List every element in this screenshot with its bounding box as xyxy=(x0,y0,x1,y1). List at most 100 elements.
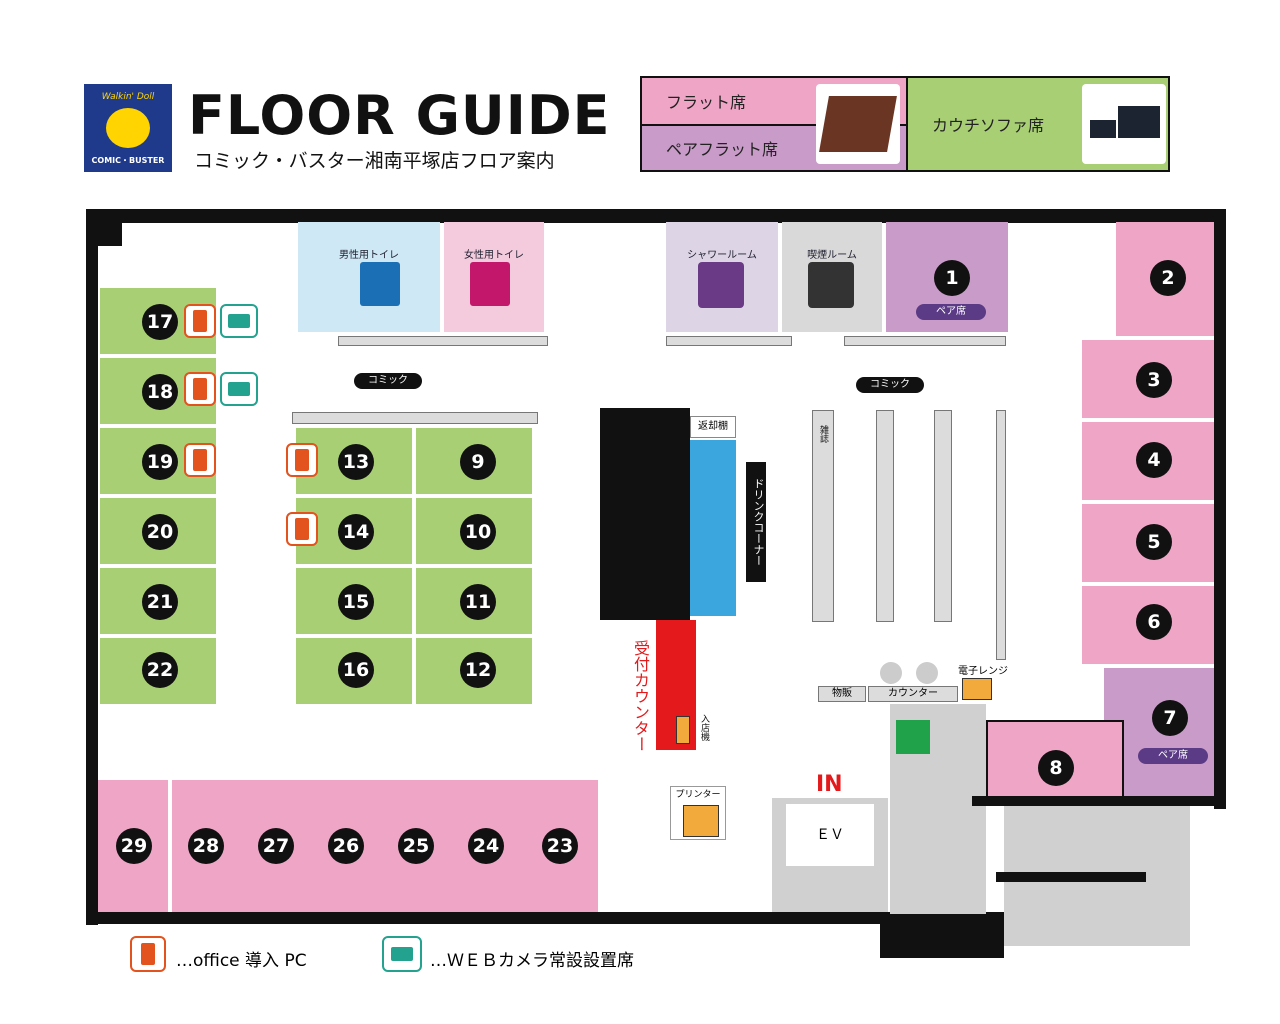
wall-stairs-top xyxy=(972,796,1226,806)
comic-tag-right: コミック xyxy=(856,377,924,393)
office-icon xyxy=(184,372,216,406)
seat-11-area: 11 xyxy=(414,566,534,636)
webcam-icon xyxy=(220,304,258,338)
seat-24-area: 24 xyxy=(452,780,522,912)
drink-corner-label: ドリンクコーナー xyxy=(746,462,766,582)
magazine-rack: 雑誌 xyxy=(812,410,834,622)
seat-21[interactable]: 21 xyxy=(142,584,178,620)
womens-toilet: 女性用トイレ xyxy=(444,222,544,332)
microwave[interactable] xyxy=(962,678,992,700)
mens-toilet: 男性用トイレ xyxy=(298,222,440,332)
seat-16[interactable]: 16 xyxy=(338,652,374,688)
page-title: FLOOR GUIDE xyxy=(188,84,611,147)
wall-right xyxy=(1214,209,1226,809)
seat-18[interactable]: 18 xyxy=(142,374,178,410)
webcam-icon xyxy=(220,372,258,406)
seat-24[interactable]: 24 xyxy=(468,828,504,864)
seat-25-area: 25 xyxy=(382,780,452,912)
seat-19[interactable]: 19 xyxy=(142,444,178,480)
drink-bar xyxy=(690,440,736,616)
entry-machine[interactable] xyxy=(676,716,690,744)
office-icon xyxy=(184,304,216,338)
drink-corner-back xyxy=(600,408,690,620)
comic-shelf xyxy=(844,336,1006,346)
seat-26[interactable]: 26 xyxy=(328,828,364,864)
seat-18-area: 18 xyxy=(98,356,218,426)
reception-label: 受付カウンター xyxy=(631,640,650,752)
seat-8[interactable]: 8 xyxy=(1038,750,1074,786)
seat-2[interactable]: 2 xyxy=(1150,260,1186,296)
comic-buster-logo: Walkin' Doll COMIC・BUSTER xyxy=(84,84,172,172)
seat-15-area: 15 xyxy=(294,566,414,636)
entrance-in-label: IN xyxy=(816,772,843,797)
seat-28[interactable]: 28 xyxy=(188,828,224,864)
seat-20[interactable]: 20 xyxy=(142,514,178,550)
smoking-room-label: 喫煙ルーム xyxy=(807,250,857,261)
seat-29-area: 29 xyxy=(98,780,168,912)
seat-4[interactable]: 4 xyxy=(1136,442,1172,478)
stairs-wall xyxy=(996,872,1146,882)
seat-type-legend: フラット席 ペアフラット席 カウチソファ席 xyxy=(640,76,1170,172)
seat-23[interactable]: 23 xyxy=(542,828,578,864)
seat-23-area: 23 xyxy=(522,780,598,912)
seat-10[interactable]: 10 xyxy=(460,514,496,550)
smoking-icon xyxy=(808,262,854,308)
seat-20-area: 20 xyxy=(98,496,218,566)
mascot-icon xyxy=(106,108,150,148)
seat-10-area: 10 xyxy=(414,496,534,566)
seat-2-area: 2 xyxy=(1116,222,1214,336)
seat-3-area: 3 xyxy=(1082,340,1214,418)
wall-bottom-right xyxy=(880,912,1004,958)
magazine-rack xyxy=(876,410,894,622)
office-icon xyxy=(286,512,318,546)
entry-machine-label: 入店機 xyxy=(699,714,709,741)
seat-5[interactable]: 5 xyxy=(1136,524,1172,560)
seat-17[interactable]: 17 xyxy=(142,304,178,340)
comic-shelf xyxy=(338,336,548,346)
elevator[interactable]: ＥＶ xyxy=(786,804,874,866)
seat-27[interactable]: 27 xyxy=(258,828,294,864)
seat-11[interactable]: 11 xyxy=(460,584,496,620)
seat-12[interactable]: 12 xyxy=(460,652,496,688)
return-shelf: 返却棚 xyxy=(690,416,736,438)
seat-4-area: 4 xyxy=(1082,422,1214,500)
seat-6[interactable]: 6 xyxy=(1136,604,1172,640)
seat-3[interactable]: 3 xyxy=(1136,362,1172,398)
mens-toilet-label: 男性用トイレ xyxy=(339,250,399,261)
logo-text-top: Walkin' Doll xyxy=(101,92,155,102)
pair-flat-seat-label: ペアフラット席 xyxy=(666,140,779,159)
seat-5-area: 5 xyxy=(1082,504,1214,582)
comic-shelf xyxy=(292,412,538,424)
goods-shelf: 物販 xyxy=(818,686,866,702)
magazine-rack xyxy=(996,410,1006,660)
printer[interactable] xyxy=(683,805,719,837)
seat-22[interactable]: 22 xyxy=(142,652,178,688)
seat-14[interactable]: 14 xyxy=(338,514,374,550)
seat-13[interactable]: 13 xyxy=(338,444,374,480)
seat-6-area: 6 xyxy=(1082,586,1214,664)
seat-21-area: 21 xyxy=(98,566,218,636)
shower-icon xyxy=(698,262,744,308)
seat-16-area: 16 xyxy=(294,636,414,706)
seat-1[interactable]: 1 xyxy=(934,260,970,296)
seat-25[interactable]: 25 xyxy=(398,828,434,864)
seat-9-area: 9 xyxy=(414,426,534,496)
printer-area: プリンター xyxy=(670,786,726,840)
comic-shelf xyxy=(666,336,792,346)
logo-text-bottom: COMIC・BUSTER xyxy=(91,156,165,165)
flat-seat-photo xyxy=(816,84,900,164)
seat-8-area: 8 xyxy=(986,720,1124,798)
pillar xyxy=(98,222,122,246)
seat-7[interactable]: 7 xyxy=(1152,700,1188,736)
seat-9[interactable]: 9 xyxy=(460,444,496,480)
flat-seat-label: フラット席 xyxy=(666,93,747,112)
seat-29[interactable]: 29 xyxy=(116,828,152,864)
pair-seat-tag-7: ペア席 xyxy=(1138,748,1208,764)
seat-22-area: 22 xyxy=(98,636,218,706)
office-legend-label: …office 導入 PC xyxy=(176,951,307,971)
seat-15[interactable]: 15 xyxy=(338,584,374,620)
office-icon xyxy=(286,443,318,477)
seat-27-area: 27 xyxy=(242,780,312,912)
office-icon xyxy=(184,443,216,477)
microwave-label: 電子レンジ xyxy=(958,666,1008,677)
